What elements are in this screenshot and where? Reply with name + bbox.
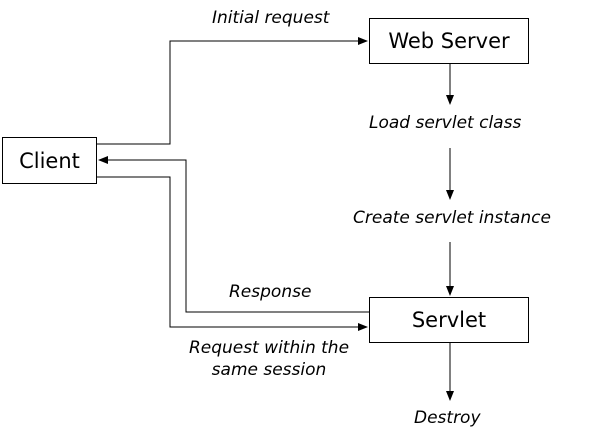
same-session-request-label: Request within the same session <box>176 337 362 381</box>
load-servlet-class-label: Load servlet class <box>369 113 522 133</box>
web-server-box: Web Server <box>369 18 529 64</box>
servlet-label: Servlet <box>411 308 487 332</box>
same-session-request-label-line2: same session <box>211 360 327 380</box>
client-box: Client <box>2 137 97 184</box>
create-servlet-instance-label: Create servlet instance <box>353 208 551 228</box>
web-server-label: Web Server <box>388 29 510 53</box>
servlet-box: Servlet <box>369 297 529 343</box>
initial-request-label: Initial request <box>212 8 330 28</box>
client-label: Client <box>19 148 80 173</box>
same-session-request-label-line1: Request within the <box>188 338 350 358</box>
initial-request-connector <box>97 37 368 145</box>
response-connector <box>98 156 369 313</box>
same-session-request-connector <box>97 176 368 331</box>
response-label: Response <box>229 282 312 302</box>
destroy-label: Destroy <box>414 408 481 428</box>
